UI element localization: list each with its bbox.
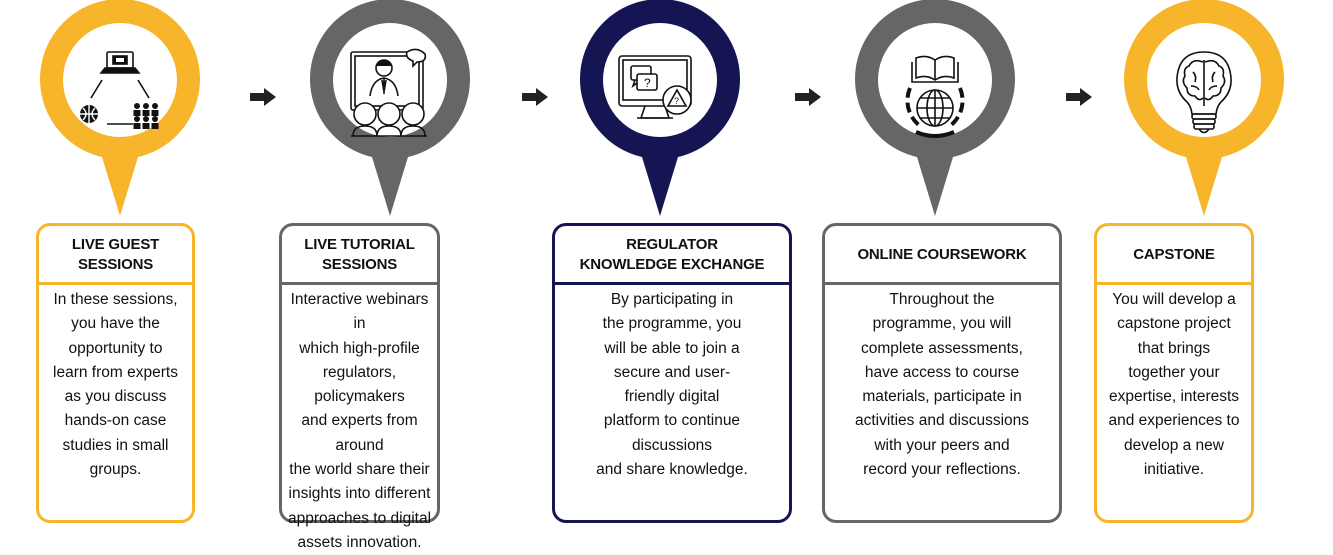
step-4-pin — [855, 0, 1015, 216]
arrow-right-icon — [250, 88, 276, 106]
svg-text:?: ? — [674, 96, 679, 106]
webinar-presenter-icon — [350, 48, 427, 137]
step-5-pin — [1124, 0, 1284, 216]
arrow-right-icon — [795, 88, 821, 106]
video-conference-icon — [80, 51, 159, 129]
card-divider — [825, 282, 1059, 285]
card-description: By participating in the programme, you w… — [596, 291, 748, 479]
step-card-regulator-knowledge-exchange: REGULATOR KNOWLEDGE EXCHANGE By particip… — [552, 223, 792, 523]
step-card-online-coursework: ONLINE COURSEWORK Throughout the program… — [822, 223, 1062, 523]
card-title: LIVE TUTORIAL SESSIONS — [304, 236, 415, 273]
arrow-right-icon — [522, 88, 548, 106]
card-divider — [39, 282, 192, 285]
card-description: Interactive webinars in which high-profi… — [287, 291, 432, 551]
card-description: In these sessions, you have the opportun… — [53, 291, 178, 479]
step-2-pin — [310, 0, 470, 216]
online-learning-icon — [905, 55, 965, 138]
card-description: Throughout the programme, you will compl… — [854, 291, 1030, 479]
card-description: You will develop a capstone project that… — [1108, 291, 1240, 479]
step-3-pin: ? ? — [580, 0, 740, 216]
step-card-capstone: CAPSTONE You will develop a capstone pro… — [1094, 223, 1254, 523]
card-title: CAPSTONE — [1133, 246, 1215, 263]
step-card-live-tutorial-sessions: LIVE TUTORIAL SESSIONS Interactive webin… — [279, 223, 440, 551]
card-title: LIVE GUEST SESSIONS — [71, 236, 160, 273]
svg-text:?: ? — [644, 76, 651, 90]
brain-lightbulb-icon — [1176, 51, 1232, 134]
card-title: REGULATOR KNOWLEDGE EXCHANGE — [579, 236, 765, 273]
card-divider — [555, 282, 789, 285]
card-title: ONLINE COURSEWORK — [857, 246, 1027, 263]
card-divider — [282, 282, 437, 285]
arrow-right-icon — [1066, 88, 1092, 106]
step-1-pin — [40, 0, 200, 216]
digital-platform-icon: ? ? — [618, 55, 692, 119]
step-card-live-guest-sessions: LIVE GUEST SESSIONS In these sessions, y… — [36, 223, 195, 523]
card-divider — [1097, 282, 1251, 285]
